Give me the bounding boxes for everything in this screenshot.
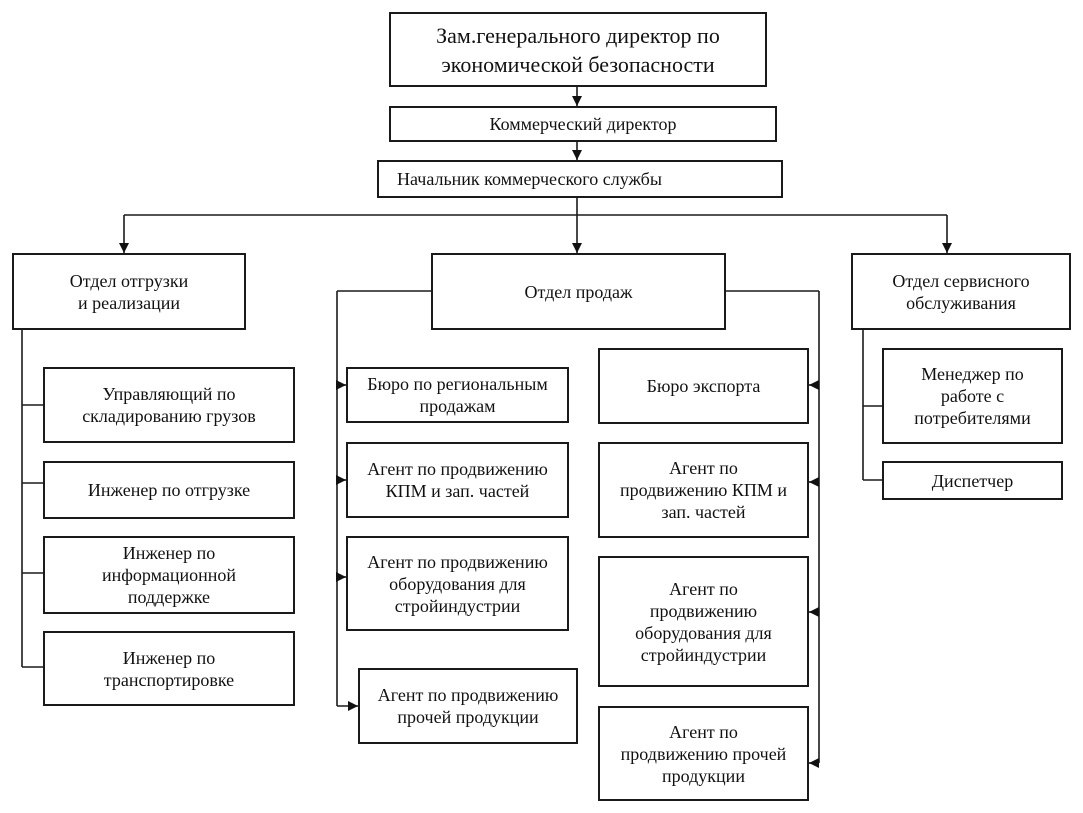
top-executive-box: Зам.генерального директор по экономическ…: [389, 12, 767, 87]
service-unit-dispatcher: Диспетчер: [882, 461, 1063, 500]
shipping-unit-transport-engineer: Инженер по транспортировке: [43, 631, 295, 706]
service-unit-customer-manager: Менеджер по работе с потребителями: [882, 348, 1063, 444]
sales-unit-other-products-agent-right: Агент по продвижению прочей продукции: [598, 706, 809, 801]
sales-unit-other-products-agent: Агент по продвижению прочей продукции: [358, 668, 578, 744]
sales-unit-kpm-agent-right: Агент по продвижению КПМ и зап. частей: [598, 442, 809, 538]
commercial-director-box: Коммерческий директор: [389, 106, 777, 142]
sales-department-box: Отдел продаж: [431, 253, 726, 330]
sales-unit-export-bureau: Бюро экспорта: [598, 348, 809, 424]
sales-unit-equipment-agent: Агент по продвижению оборудования для ст…: [346, 536, 569, 631]
sales-unit-kpm-agent: Агент по продвижению КПМ и зап. частей: [346, 442, 569, 518]
shipping-department-box: Отдел отгрузки и реализации: [12, 253, 246, 330]
sales-unit-regional-bureau: Бюро по региональным продажам: [346, 367, 569, 423]
commercial-service-head-box: Начальник коммерческого службы: [377, 160, 783, 198]
sales-unit-equipment-agent-right: Агент по продвижению оборудования для ст…: [598, 556, 809, 687]
shipping-unit-shipping-engineer: Инженер по отгрузке: [43, 461, 295, 519]
service-department-box: Отдел сервисного обслуживания: [851, 253, 1071, 330]
shipping-unit-warehouse-manager: Управляющий по складированию грузов: [43, 367, 295, 443]
shipping-unit-info-support-engineer: Инженер по информационной поддержке: [43, 536, 295, 614]
